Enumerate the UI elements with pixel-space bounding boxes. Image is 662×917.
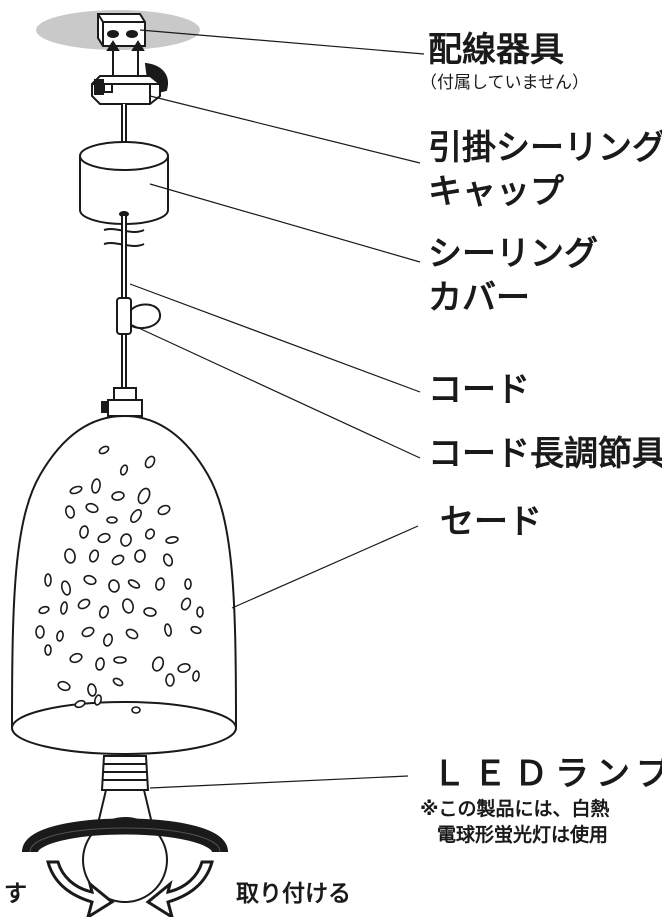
remove-arrow-icon bbox=[46, 860, 115, 917]
shade-hole bbox=[111, 554, 125, 566]
shade-hole bbox=[106, 516, 118, 524]
shade-hole bbox=[60, 580, 72, 596]
cord-adjuster-icon bbox=[116, 297, 162, 335]
leader-lines bbox=[129, 29, 425, 789]
label-wiring-device-note: （付属していません） bbox=[420, 73, 589, 93]
shade-hole bbox=[97, 532, 111, 544]
warning-line2: 電球形蛍光灯は使用 bbox=[437, 824, 609, 846]
shade-hole bbox=[87, 683, 97, 697]
shade-hole bbox=[120, 533, 132, 547]
shade-hole bbox=[44, 573, 52, 587]
shade-hole bbox=[112, 677, 124, 687]
shade-hole bbox=[88, 549, 100, 563]
label-ceiling-cap-line2: キャップ bbox=[428, 172, 564, 212]
shade-hole bbox=[192, 670, 200, 682]
shade-hole bbox=[95, 657, 105, 671]
label-ceiling-cover-line1: シーリング bbox=[428, 234, 598, 274]
attach-arrow-icon bbox=[145, 860, 214, 917]
shade-hole bbox=[98, 445, 110, 455]
shade-connector-icon bbox=[101, 387, 143, 417]
shade-hole bbox=[162, 553, 174, 567]
warning-line1: ※この製品には、白熱 bbox=[420, 798, 610, 820]
insert-arrows-icon bbox=[106, 40, 145, 76]
label-attach-action: 取り付ける bbox=[236, 881, 351, 907]
shade-hole bbox=[127, 579, 141, 589]
shade-hole bbox=[94, 694, 102, 706]
shade-hole bbox=[165, 536, 179, 544]
shade-hole bbox=[44, 644, 52, 656]
shade-hole bbox=[56, 630, 64, 642]
shade-hole bbox=[85, 502, 99, 514]
shade-hole bbox=[155, 577, 165, 591]
shade-hole bbox=[134, 549, 146, 563]
shade-hole bbox=[144, 455, 156, 469]
shade-hole bbox=[177, 663, 191, 673]
label-remove-action: す bbox=[4, 881, 27, 907]
shade-hole bbox=[122, 598, 134, 614]
ceiling-cover-icon bbox=[79, 141, 169, 225]
label-wiring-device: 配線器具 bbox=[428, 30, 564, 70]
shade-hole bbox=[35, 625, 45, 639]
label-cord: コード bbox=[428, 370, 530, 410]
shade-hole bbox=[60, 601, 68, 615]
shade-hole bbox=[111, 491, 125, 501]
shade-hole bbox=[144, 528, 156, 540]
shade-hole bbox=[131, 706, 141, 714]
shade-hole bbox=[79, 525, 89, 539]
shade-hole bbox=[77, 598, 91, 610]
label-led-lamp: ＬＥＤランプ bbox=[432, 754, 662, 794]
shade-icon bbox=[11, 414, 237, 755]
shade-hole bbox=[125, 628, 139, 640]
shade-hole bbox=[91, 478, 101, 494]
shade-hole bbox=[64, 548, 76, 564]
shade-hole bbox=[119, 464, 129, 476]
rotation-ring-icon bbox=[22, 818, 228, 855]
shade-hole bbox=[103, 633, 113, 647]
shade-hole bbox=[98, 605, 110, 619]
shade-hole bbox=[38, 605, 50, 615]
shade-hole bbox=[108, 579, 120, 593]
shade-hole bbox=[164, 623, 172, 637]
shade-hole bbox=[196, 606, 204, 618]
shade-hole bbox=[184, 578, 192, 590]
wiring-device-icon bbox=[97, 13, 146, 47]
ceiling-cap-icon bbox=[91, 62, 168, 105]
shade-hole bbox=[130, 509, 142, 523]
label-ceiling-cover-line2: カバー bbox=[428, 278, 530, 318]
shade-hole bbox=[57, 680, 71, 692]
shade-hole bbox=[190, 625, 202, 635]
shade-hole bbox=[180, 597, 192, 611]
shade-hole bbox=[151, 656, 165, 672]
label-ceiling-cap-line1: 引掛シーリング bbox=[428, 128, 662, 168]
shade-hole bbox=[74, 699, 86, 709]
label-shade: セード bbox=[440, 502, 542, 542]
shade-hole bbox=[165, 673, 175, 687]
shade-hole bbox=[65, 505, 75, 519]
shade-hole bbox=[143, 607, 157, 617]
shade-hole bbox=[113, 656, 127, 664]
shade-hole bbox=[81, 626, 95, 638]
shade-hole bbox=[157, 504, 171, 516]
shade-hole bbox=[83, 574, 97, 586]
label-cord-adjuster: コード長調節具 bbox=[428, 434, 662, 474]
shade-hole bbox=[69, 652, 83, 664]
shade-hole bbox=[69, 485, 83, 495]
shade-hole bbox=[137, 487, 151, 505]
